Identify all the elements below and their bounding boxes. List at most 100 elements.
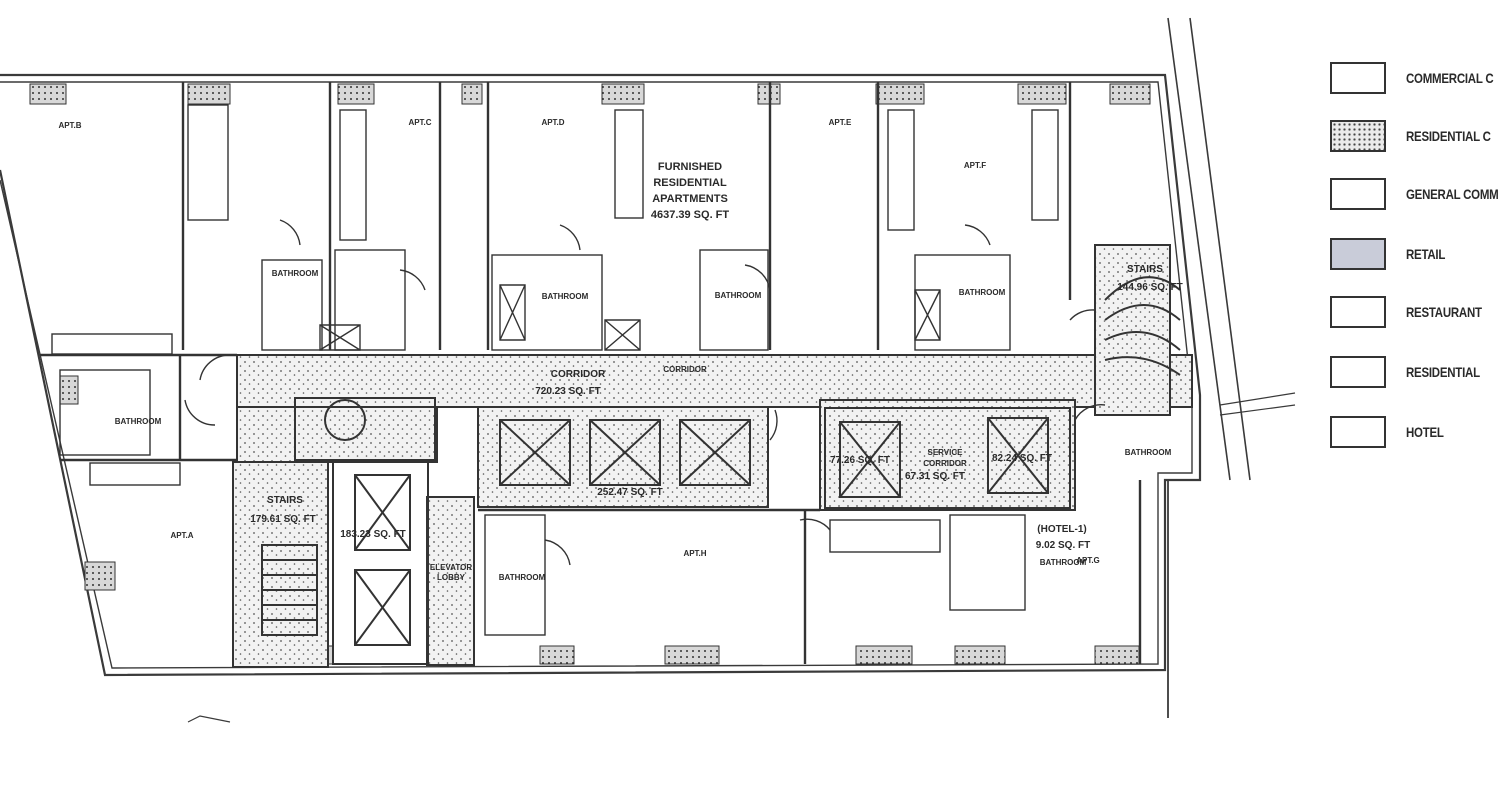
corridor-area-label: 720.23 SQ. FT bbox=[535, 386, 601, 397]
legend-swatch bbox=[1330, 356, 1386, 388]
bathroom-label: BATHROOM bbox=[272, 269, 319, 278]
legend-label: GENERAL COMM bbox=[1406, 186, 1499, 202]
bathroom-label: BATHROOM bbox=[1040, 558, 1087, 567]
shaft2-area-label: 77.26 SQ. FT bbox=[830, 455, 890, 466]
furnished-label-3: APARTMENTS bbox=[652, 193, 728, 205]
legend-label: HOTEL bbox=[1406, 424, 1444, 440]
bathroom-block bbox=[949, 514, 1026, 611]
stair-core bbox=[294, 397, 436, 461]
stairs-right-area bbox=[1094, 244, 1171, 416]
property-line bbox=[1167, 17, 1231, 481]
legend-swatch bbox=[1330, 296, 1386, 328]
shaft-box bbox=[679, 419, 751, 486]
hotel-label: (HOTEL-1) bbox=[1037, 524, 1086, 535]
bathroom-block bbox=[261, 259, 323, 351]
shower-x bbox=[914, 289, 941, 341]
kitchen-strip bbox=[339, 109, 367, 241]
elevator-lobby-area bbox=[426, 496, 475, 666]
door-swing bbox=[1074, 404, 1106, 421]
furnished-label-2: RESIDENTIAL bbox=[653, 177, 727, 189]
bathroom-block bbox=[491, 254, 603, 351]
kitchen-strip bbox=[614, 109, 644, 219]
bathroom-block bbox=[334, 249, 406, 351]
apt-c-label: APT.C bbox=[408, 118, 431, 127]
bathroom-label: BATHROOM bbox=[115, 417, 162, 426]
shower-x bbox=[604, 319, 641, 351]
outer-wall bbox=[0, 73, 1202, 677]
door-swing bbox=[964, 224, 991, 246]
floor-plan: APT.B APT.C APT.D APT.E APT.F APT.A APT.… bbox=[0, 17, 1296, 723]
shaft-area-label: 252.47 SQ. FT bbox=[597, 487, 663, 498]
apt-e-label: APT.E bbox=[829, 118, 852, 127]
legend-swatch bbox=[1330, 416, 1386, 448]
apt-b-label: APT.B bbox=[58, 121, 81, 130]
legend-label: RETAIL bbox=[1406, 246, 1446, 262]
shaft-box bbox=[589, 419, 661, 486]
service-corridor-area: 67.31 SQ. FT bbox=[905, 471, 965, 482]
kitchen-strip bbox=[829, 519, 941, 553]
window bbox=[539, 645, 575, 665]
legend-item-residential-common: RESIDENTIAL C bbox=[1330, 120, 1500, 156]
apt-g-label: APT.G bbox=[1076, 556, 1100, 565]
shaft-band bbox=[477, 406, 769, 508]
elevator-lobby-label-2: LOBBY bbox=[437, 573, 466, 582]
legend-item-restaurant: RESTAURANT bbox=[1330, 296, 1500, 332]
service-corridor-label-2: CORRIDOR bbox=[923, 459, 967, 468]
elevator-lobby-label-1: ELEVATOR bbox=[430, 563, 472, 572]
door-swing bbox=[799, 518, 831, 531]
window bbox=[337, 83, 375, 105]
apt-f-label: APT.F bbox=[964, 161, 986, 170]
shower-x bbox=[499, 284, 526, 341]
door-swing bbox=[1069, 309, 1096, 321]
stairs-right-label: STAIRS bbox=[1127, 264, 1163, 275]
elevator-area-label: 183.23 SQ. FT bbox=[340, 529, 406, 540]
window bbox=[29, 83, 67, 105]
bathroom-block bbox=[484, 514, 546, 636]
window bbox=[664, 645, 720, 665]
shaft3-area-label: 82.24 SQ. FT bbox=[992, 453, 1052, 464]
elevator-box bbox=[987, 417, 1049, 494]
window bbox=[1017, 83, 1067, 105]
legend-swatch bbox=[1330, 62, 1386, 94]
legend-item-commercial: COMMERCIAL C bbox=[1330, 62, 1500, 98]
service-frame bbox=[824, 407, 1071, 509]
bathroom-block bbox=[699, 249, 769, 351]
bathroom-block bbox=[59, 369, 151, 456]
stairs-right-area: 144.96 SQ. FT bbox=[1117, 282, 1183, 293]
corridor-label-2: CORRIDOR bbox=[663, 365, 707, 374]
window bbox=[954, 645, 1006, 665]
kitchen-strip bbox=[1031, 109, 1059, 221]
property-line bbox=[1219, 404, 1296, 416]
legend-label: RESIDENTIAL C bbox=[1406, 128, 1491, 144]
stairs-left-area: 179.61 SQ. FT bbox=[250, 514, 316, 525]
door-swing bbox=[544, 539, 571, 566]
kitchen-strip bbox=[51, 333, 173, 355]
kitchen-strip bbox=[887, 109, 915, 231]
window bbox=[855, 645, 913, 665]
elevator-box bbox=[839, 421, 901, 498]
door-swing bbox=[399, 269, 426, 291]
shaft-box bbox=[499, 419, 571, 486]
elevator-box bbox=[354, 474, 411, 551]
legend-label: COMMERCIAL C bbox=[1406, 70, 1494, 86]
bathroom-label: BATHROOM bbox=[499, 573, 546, 582]
stairs-left-label: STAIRS bbox=[267, 495, 303, 506]
legend-item-retail: RETAIL bbox=[1330, 238, 1500, 274]
service-corridor-label-1: SERVICE bbox=[928, 448, 964, 457]
door-swing bbox=[279, 219, 301, 246]
door-swing bbox=[184, 399, 216, 426]
apt-d-label: APT.D bbox=[541, 118, 564, 127]
elevator-frame bbox=[332, 461, 429, 665]
door-swing bbox=[769, 409, 778, 441]
window bbox=[84, 561, 116, 591]
window bbox=[187, 83, 231, 105]
bathroom-label: BATHROOM bbox=[542, 292, 589, 301]
window bbox=[875, 83, 925, 105]
legend-item-hotel: HOTEL bbox=[1330, 416, 1500, 452]
furnished-area: 4637.39 SQ. FT bbox=[651, 209, 730, 221]
kitchen-strip bbox=[89, 462, 181, 486]
legend-swatch bbox=[1330, 120, 1386, 152]
north-arrow-mark bbox=[187, 715, 231, 723]
bathroom-block bbox=[914, 254, 1011, 351]
legend-swatch bbox=[1330, 238, 1386, 270]
